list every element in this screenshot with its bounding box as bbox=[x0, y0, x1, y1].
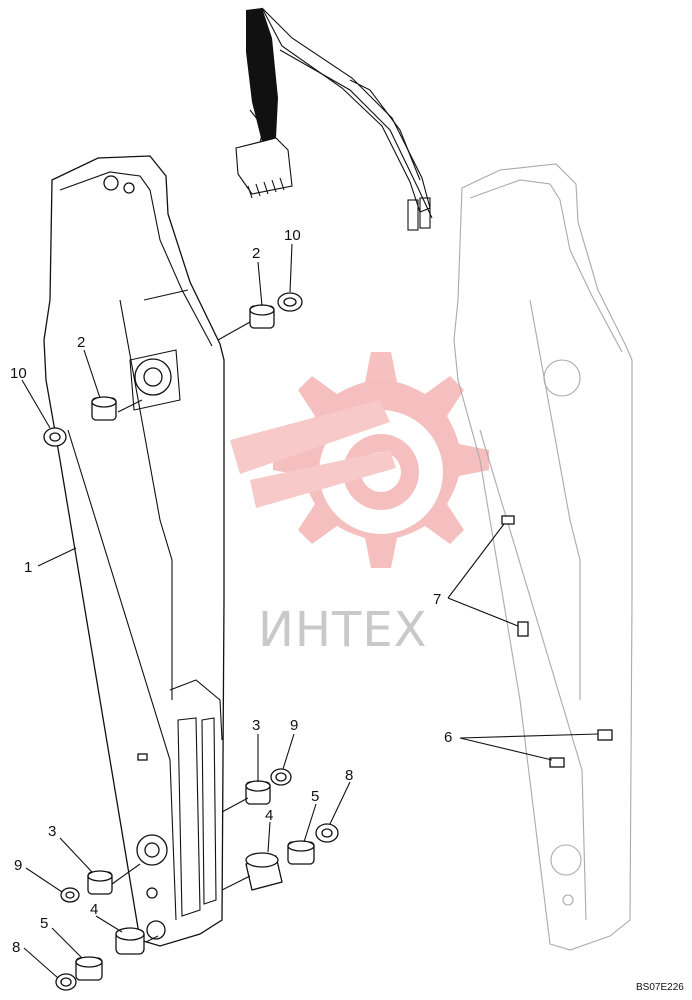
bushing-4-left bbox=[115, 927, 145, 955]
assembly-lines bbox=[111, 321, 251, 943]
bushing-2-left bbox=[91, 396, 117, 421]
washer-9-right bbox=[270, 768, 292, 786]
boom-part-1 bbox=[43, 155, 225, 947]
watermark-gear-icon bbox=[230, 352, 489, 568]
callout-9-left: 9 bbox=[14, 857, 22, 874]
bushing-4-right bbox=[245, 852, 283, 891]
washer-8-left bbox=[55, 973, 77, 991]
callout-3-right: 3 bbox=[252, 717, 260, 734]
callout-1: 1 bbox=[24, 559, 32, 576]
callout-8-left: 8 bbox=[12, 939, 20, 956]
callout-5-right: 5 bbox=[311, 788, 319, 805]
bushing-3-left bbox=[87, 870, 113, 895]
callout-2-upper: 2 bbox=[252, 245, 260, 262]
callout-labels: 1 2 2 10 10 3 9 8 5 4 3 9 4 5 8 7 6 bbox=[10, 227, 452, 956]
bushing-3-right bbox=[245, 780, 271, 805]
callout-4-left: 4 bbox=[90, 901, 98, 918]
callout-10-left: 10 bbox=[10, 365, 27, 382]
callout-8-right: 8 bbox=[345, 767, 353, 784]
watermark-text: ИНТЕХ bbox=[258, 602, 428, 658]
bushing-5-left bbox=[75, 956, 103, 981]
washer-10-upper bbox=[277, 292, 303, 312]
callout-3-left: 3 bbox=[48, 823, 56, 840]
leader-lines bbox=[21, 243, 599, 979]
parts-hardware bbox=[43, 292, 339, 991]
callout-5-left: 5 bbox=[40, 915, 48, 932]
bushing-5-right bbox=[287, 840, 315, 865]
boom-outline-right bbox=[453, 163, 633, 951]
callout-6: 6 bbox=[444, 729, 452, 746]
washer-10-left bbox=[43, 427, 67, 447]
washer-8-right bbox=[315, 823, 339, 843]
excavator-inset bbox=[235, 7, 433, 231]
drawing-code: BS07E226 bbox=[636, 982, 684, 993]
bushing-2-upper bbox=[249, 304, 275, 329]
callout-10-upper: 10 bbox=[284, 227, 301, 244]
callout-2-left: 2 bbox=[77, 334, 85, 351]
callout-9-right: 9 bbox=[290, 717, 298, 734]
washer-9-left bbox=[60, 887, 80, 903]
callout-4-right: 4 bbox=[265, 807, 273, 824]
callout-7: 7 bbox=[433, 591, 441, 608]
